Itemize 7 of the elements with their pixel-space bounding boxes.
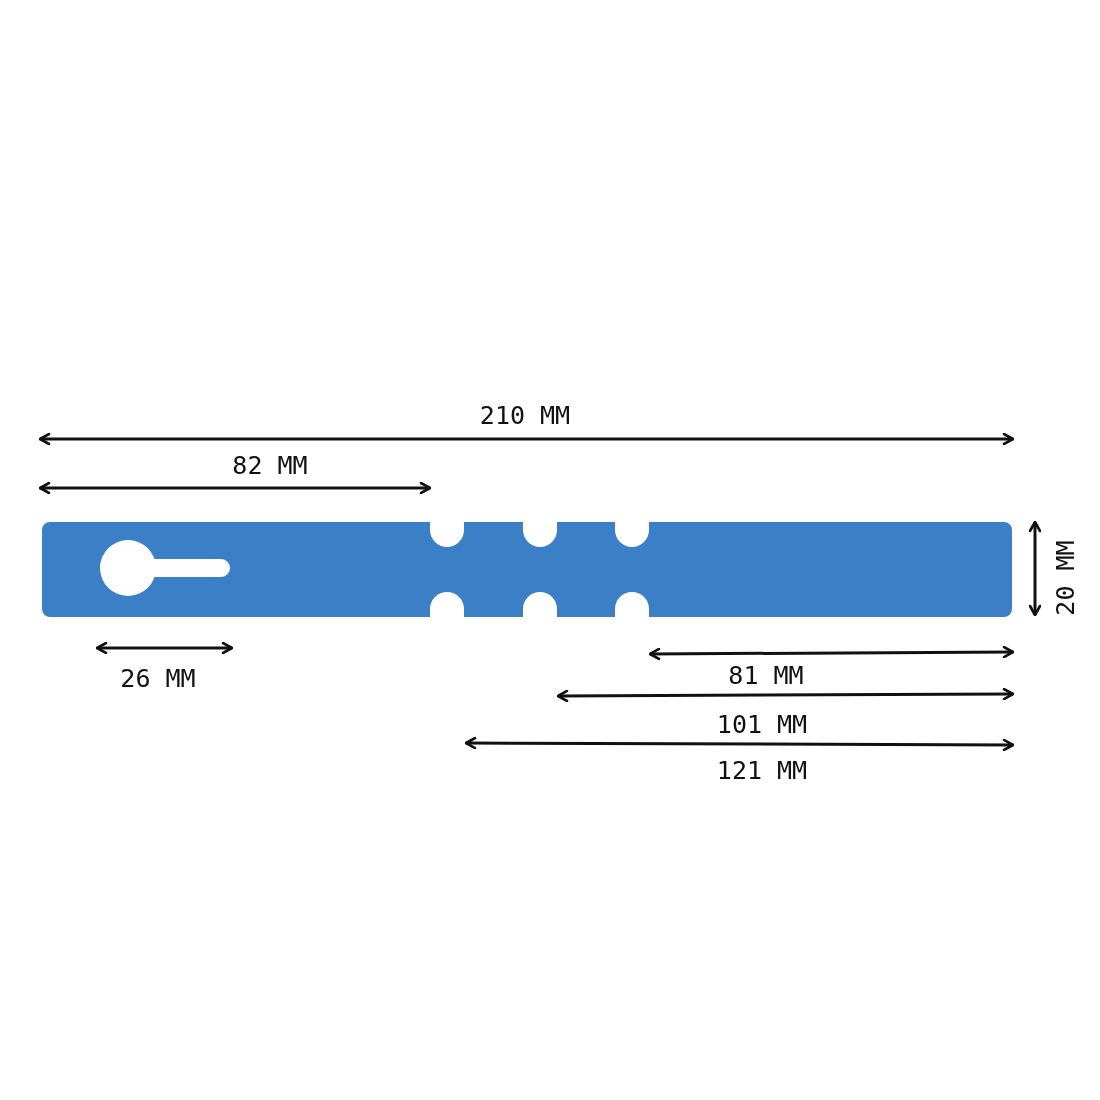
dimension-label: 82 MM xyxy=(232,452,308,478)
dimension-label: 20 MM xyxy=(1052,540,1078,616)
dimension-label: 101 MM xyxy=(716,711,808,737)
dimension-label: 26 MM xyxy=(120,665,196,691)
dimension-label: 121 MM xyxy=(716,757,808,783)
dimension-label: 210 MM xyxy=(479,402,571,428)
dimension-label: 81 MM xyxy=(728,662,804,688)
